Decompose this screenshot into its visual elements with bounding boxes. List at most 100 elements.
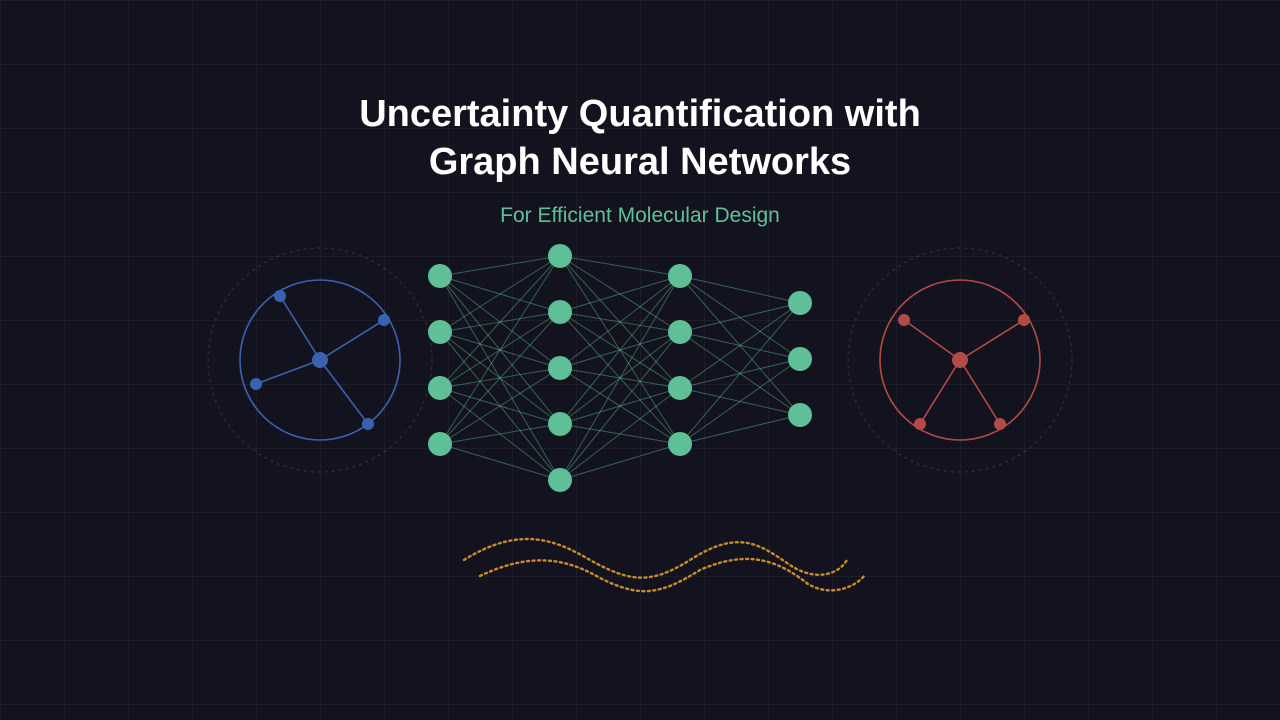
network-edge (439, 275, 561, 369)
output-atom (914, 418, 926, 430)
network-edge (559, 387, 681, 481)
network-nodes (428, 244, 812, 492)
output-bond (959, 359, 1001, 425)
network-edge (439, 255, 561, 389)
network-edge (679, 302, 801, 445)
input-molecule-ring (239, 279, 401, 441)
network-edge (439, 387, 561, 425)
network-node-layer-3 (668, 432, 692, 456)
slide-title-line-1: Uncertainty Quantification with (359, 93, 921, 135)
network-node-layer-2 (548, 356, 572, 380)
input-bond (255, 359, 321, 385)
network-edge (559, 331, 681, 369)
network-edge (559, 331, 681, 481)
output-molecule-icon (847, 247, 1073, 473)
network-edge (439, 311, 561, 333)
network-edge (559, 255, 681, 389)
network-edge (559, 331, 681, 425)
network-edge (679, 275, 801, 416)
input-molecule-icon (207, 247, 433, 473)
network-edge (559, 311, 681, 333)
network-edge (559, 443, 681, 481)
network-edge (439, 367, 561, 445)
network-node-layer-2 (548, 468, 572, 492)
network-edge (679, 387, 801, 416)
network-edge (439, 443, 561, 481)
network-node-layer-4 (788, 291, 812, 315)
input-bond (279, 295, 321, 361)
network-edge (559, 255, 681, 445)
input-atom (378, 314, 390, 326)
network-edge (439, 367, 561, 389)
network-edge (559, 275, 681, 313)
network-edge (439, 311, 561, 389)
input-atom (250, 378, 262, 390)
network-edge (439, 331, 561, 369)
network-node-layer-4 (788, 403, 812, 427)
network-edge (679, 302, 801, 389)
network-edge (439, 387, 561, 481)
network-edge (679, 302, 801, 333)
network-edge (439, 255, 561, 445)
network-node-layer-3 (668, 264, 692, 288)
uncertainty-wave-icon (462, 537, 866, 593)
input-atom (362, 418, 374, 430)
output-atom (994, 418, 1006, 430)
input-bond (319, 319, 385, 361)
network-edge (559, 387, 681, 425)
network-edge (559, 311, 681, 445)
network-node-layer-1 (428, 264, 452, 288)
output-bond (903, 319, 961, 361)
network-edge (559, 255, 681, 277)
output-atom-center (952, 352, 968, 368)
output-molecule-ring (879, 279, 1041, 441)
uncertainty-wave-upper (462, 537, 850, 579)
network-node-layer-2 (548, 300, 572, 324)
network-edge (679, 358, 801, 389)
network-edge (439, 255, 561, 277)
network-edge (679, 275, 801, 360)
network-edge (559, 367, 681, 389)
network-edge (559, 311, 681, 389)
network-edge (559, 275, 681, 481)
network-edge (679, 331, 801, 416)
network-edge (439, 275, 561, 481)
network-edge (439, 331, 561, 425)
network-node-layer-1 (428, 320, 452, 344)
output-molecule-halo (847, 247, 1073, 473)
input-molecule-halo (207, 247, 433, 473)
network-node-layer-2 (548, 412, 572, 436)
network-edge (679, 275, 801, 304)
network-edge (679, 358, 801, 445)
network-edge (559, 275, 681, 369)
neural-network-icon (428, 244, 812, 492)
network-node-layer-3 (668, 320, 692, 344)
network-edge (439, 255, 561, 333)
network-edges (439, 255, 801, 481)
network-node-layer-4 (788, 347, 812, 371)
network-edge (439, 311, 561, 445)
network-node-layer-2 (548, 244, 572, 268)
input-bond (319, 359, 369, 425)
uncertainty-wave-lower (478, 557, 866, 593)
output-atom (1018, 314, 1030, 326)
network-edge (559, 275, 681, 425)
output-bond (919, 359, 961, 425)
network-node-layer-1 (428, 432, 452, 456)
network-edge (559, 255, 681, 333)
network-edge (679, 331, 801, 360)
output-bond (959, 319, 1025, 361)
network-edge (439, 331, 561, 481)
network-edge (439, 275, 561, 313)
slide-subtitle: For Efficient Molecular Design (500, 204, 780, 227)
network-node-layer-3 (668, 376, 692, 400)
network-edge (559, 367, 681, 445)
network-edge (439, 275, 561, 425)
network-edge (439, 423, 561, 445)
slide-title-line-2: Graph Neural Networks (428, 141, 852, 183)
slide-title: Uncertainty Quantification with Graph Ne… (240, 90, 1040, 186)
output-atom (898, 314, 910, 326)
network-node-layer-1 (428, 376, 452, 400)
